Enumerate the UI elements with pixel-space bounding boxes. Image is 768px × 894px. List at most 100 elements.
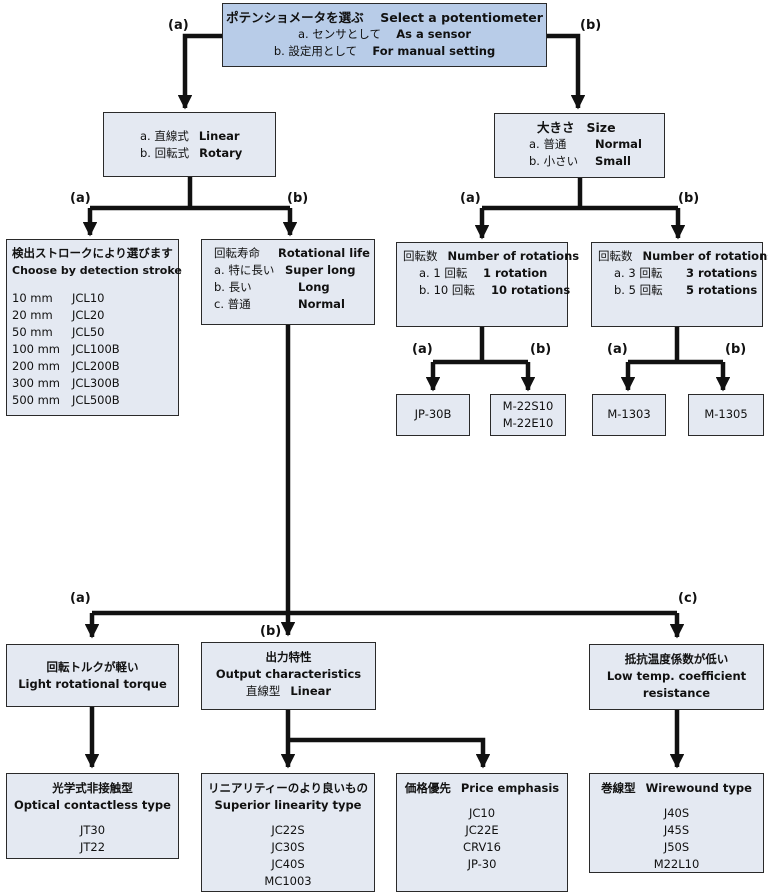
stroke-model: JCL20 bbox=[72, 308, 105, 322]
rotations-title-jp: 回転数 bbox=[403, 249, 438, 263]
branch-label-a: (a) bbox=[70, 191, 91, 206]
branch-label-b: (b) bbox=[530, 342, 552, 357]
root-option-b-jp: b. 設定用として bbox=[273, 44, 358, 58]
model-label: JC40S bbox=[271, 857, 305, 871]
output-title-jp: 出力特性 bbox=[265, 650, 312, 664]
tempco-node: 抵抗温度係数が低い Low temp. coefficient resistan… bbox=[589, 644, 764, 710]
stroke-model: JCL50 bbox=[72, 325, 105, 339]
rotations-option-a-en: 1 rotation bbox=[483, 266, 548, 280]
branch-label-b: (b) bbox=[725, 342, 747, 357]
stroke-row: 100 mm JCL100B bbox=[12, 341, 178, 358]
size-title-jp: 大きさ bbox=[537, 120, 575, 135]
rotations-normal-node: 回転数 Number of rotations a. 1 回転 1 rotation… bbox=[396, 242, 579, 327]
stroke-model: JCL10 bbox=[72, 291, 105, 305]
rotations-small-node: 回転数 Number of rotations a. 3 回転 3 rotation… bbox=[591, 242, 768, 327]
model-list: JC22S JC30S JC40S MC1003 bbox=[202, 822, 374, 890]
model-label: JC22E bbox=[465, 823, 499, 837]
branch-label-a: (a) bbox=[460, 191, 481, 206]
life-option-c-en: Normal bbox=[298, 297, 345, 311]
root-node: ポテンショメータを選ぶ Select a potentiometer a. セン… bbox=[222, 3, 547, 67]
model-label: CRV16 bbox=[463, 840, 501, 854]
model-label: JP-30B bbox=[414, 407, 452, 421]
size-option-b-jp: b. 小さい bbox=[529, 154, 579, 168]
stroke-size: 300 mm bbox=[12, 376, 61, 390]
optical-title-jp: 光学式非接触型 bbox=[52, 781, 133, 795]
torque-node: 回転トルクが軽い Light rotational torque bbox=[6, 644, 179, 707]
linearity-node: リニアリティーのより良いもの Superior linearity type J… bbox=[201, 773, 375, 892]
stroke-size: 500 mm bbox=[12, 393, 61, 407]
motion-option-b-en: Rotary bbox=[199, 146, 243, 160]
stroke-title-jp: 検出ストロークにより選びます bbox=[12, 246, 173, 260]
life-title-en: Rotational life bbox=[278, 246, 370, 260]
rotations-option-a-jp: a. 1 回転 bbox=[419, 266, 468, 280]
rotations-option-b-en: 5 rotations bbox=[686, 283, 758, 297]
model-label: M-1305 bbox=[704, 407, 748, 421]
stroke-model: JCL300B bbox=[72, 376, 120, 390]
rotations-title-jp: 回転数 bbox=[598, 249, 633, 263]
root-title-jp: ポテンショメータを選ぶ bbox=[226, 10, 364, 25]
life-option-a-jp: a. 特に長い bbox=[214, 263, 275, 277]
price-title-en: Price emphasis bbox=[460, 781, 560, 795]
branch-label-b: (b) bbox=[260, 624, 282, 639]
stroke-size: 200 mm bbox=[12, 359, 61, 373]
model-label: JT30 bbox=[79, 823, 106, 837]
root-option-a-jp: a. センサとして bbox=[297, 27, 381, 41]
linearity-title-en: Superior linearity type bbox=[214, 798, 362, 812]
torque-title-jp: 回転トルクが軽い bbox=[46, 660, 139, 674]
rotations-option-b-jp: b. 10 回転 bbox=[419, 283, 475, 297]
rotations-title-en: Number of rotations bbox=[447, 249, 580, 263]
rotations-title-en: Number of rotations bbox=[642, 249, 768, 263]
output-option-en: Linear bbox=[290, 684, 332, 698]
size-title-en: Size bbox=[586, 120, 616, 135]
branch-label-c: (c) bbox=[678, 591, 698, 606]
model-label: M-1303 bbox=[607, 407, 651, 421]
stroke-row: 300 mm JCL300B bbox=[12, 375, 178, 392]
model-label: JC10 bbox=[468, 806, 496, 820]
size-option-a-en: Normal bbox=[595, 137, 642, 151]
price-title-jp: 価格優先 bbox=[404, 781, 451, 795]
output-title-en: Output characteristics bbox=[215, 667, 362, 681]
branch-label-a: (a) bbox=[607, 342, 628, 357]
motion-option-b-jp: b. 回転式 bbox=[140, 146, 190, 160]
model-label: JC30S bbox=[271, 840, 305, 854]
model-label: J45S bbox=[663, 823, 690, 837]
branch-label-b: (b) bbox=[287, 191, 309, 206]
rotations-option-a-en: 3 rotations bbox=[686, 266, 758, 280]
model-label: M22L10 bbox=[653, 857, 700, 871]
tempco-title-jp: 抵抗温度係数が低い bbox=[624, 652, 729, 666]
model-label: JC22S bbox=[271, 823, 305, 837]
optical-title-en: Optical contactless type bbox=[14, 798, 171, 812]
model-m-1303: M-1303 bbox=[592, 394, 666, 436]
stroke-size: 10 mm bbox=[12, 291, 53, 305]
branch-label-b: (b) bbox=[580, 18, 602, 33]
model-m-1305: M-1305 bbox=[688, 394, 764, 436]
torque-title-en: Light rotational torque bbox=[18, 677, 167, 691]
rotations-option-a-jp: a. 3 回転 bbox=[614, 266, 663, 280]
tempco-title-en: resistance bbox=[642, 686, 711, 700]
life-option-b-jp: b. 長い bbox=[214, 280, 252, 294]
model-label: MC1003 bbox=[264, 874, 312, 888]
size-option-b-en: Small bbox=[595, 154, 631, 168]
motion-option-a-en: Linear bbox=[198, 129, 240, 143]
stroke-model: JCL100B bbox=[72, 342, 120, 356]
wirewound-title-jp: 巻線型 bbox=[601, 781, 636, 795]
rotations-option-b-en: 10 rotations bbox=[491, 283, 571, 297]
model-label: J40S bbox=[663, 806, 690, 820]
model-label: M-22E10 bbox=[502, 416, 554, 430]
branch-label-a: (a) bbox=[70, 591, 91, 606]
stroke-size: 100 mm bbox=[12, 342, 61, 356]
